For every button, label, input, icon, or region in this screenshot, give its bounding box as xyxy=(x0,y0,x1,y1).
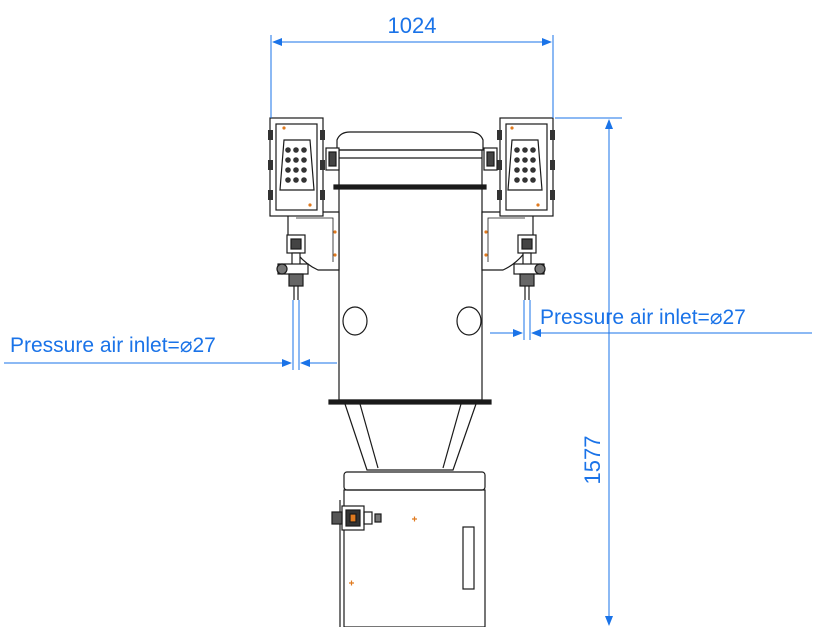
inlet-right-label: Pressure air inlet=⌀27 xyxy=(540,306,746,329)
dimension-width-label: 1024 xyxy=(388,13,437,38)
inlet-right-text: Pressure air inlet= xyxy=(540,306,710,329)
right-filter-assembly xyxy=(481,117,555,340)
inlet-left-value: 27 xyxy=(192,334,215,357)
lower-housing xyxy=(343,471,486,491)
dimension-width xyxy=(270,35,554,118)
diameter-symbol-right: ⌀ xyxy=(710,306,723,329)
lower-band xyxy=(328,399,492,405)
inlet-left-label: Pressure air inlet=⌀27 xyxy=(10,334,216,357)
top-lid xyxy=(336,131,484,151)
diameter-symbol-left: ⌀ xyxy=(180,334,193,357)
inlet-left-text: Pressure air inlet= xyxy=(10,334,180,357)
machine-outline xyxy=(328,131,492,628)
side-clamp xyxy=(331,505,382,531)
sight-port-right xyxy=(456,306,482,336)
upper-band xyxy=(333,184,487,190)
left-filter-assembly xyxy=(268,117,340,370)
hopper-cone xyxy=(344,403,477,471)
door-handle xyxy=(462,526,475,590)
inlet-right-value: 27 xyxy=(722,306,745,329)
dimension-height xyxy=(555,117,622,626)
sight-port-left xyxy=(342,306,368,336)
dimension-height-label: 1577 xyxy=(580,436,605,485)
